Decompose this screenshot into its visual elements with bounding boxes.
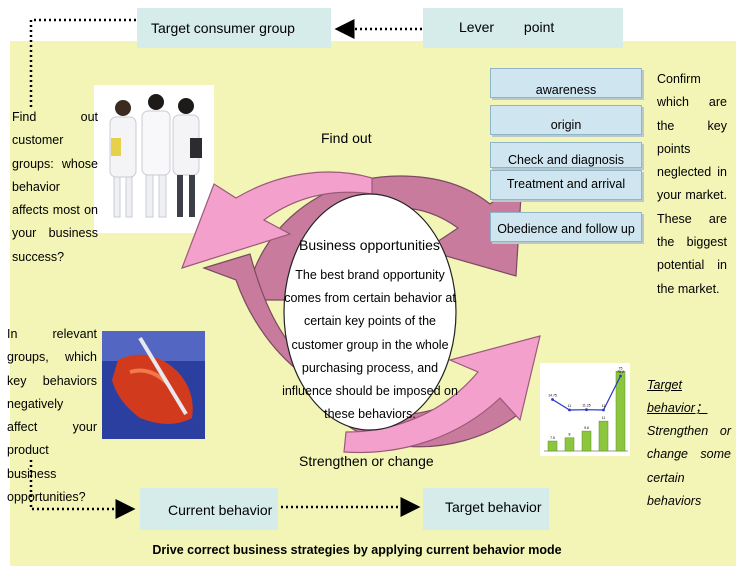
confirm-key-points-text: Confirm which are the key points neglect… xyxy=(657,72,727,296)
connector-consumer-down xyxy=(29,18,136,110)
strengthen-or-change-label: Strengthen or change xyxy=(299,453,434,469)
mini-chart-bar-label: 9.6 xyxy=(584,426,589,430)
mini-chart-point xyxy=(568,408,571,412)
lever-point-box: Lever point xyxy=(423,8,623,48)
mini-chart-bar-label: 8 xyxy=(569,433,571,437)
footer-caption: Drive correct business strategies by app… xyxy=(152,543,562,557)
step-awareness: awareness xyxy=(490,68,642,98)
cycle-arrow-right-head xyxy=(343,335,541,454)
mini-chart-point xyxy=(585,408,588,412)
target-consumer-label: Target consumer group xyxy=(151,20,295,36)
lever-point-label: Lever point xyxy=(459,19,555,35)
mini-chart: 7.5 8 9.6 11 75 14.75 11 11.25 11 75.2 xyxy=(540,363,630,456)
business-opportunities-ellipse xyxy=(283,193,457,431)
mini-chart-point-label: 11 xyxy=(568,404,572,408)
current-behavior-label: Current behavior xyxy=(168,502,273,518)
mini-chart-point-label: 75.2 xyxy=(617,370,624,374)
target-behavior-box: Target behavior xyxy=(423,488,549,530)
mini-chart-point-label: 11.25 xyxy=(582,404,591,408)
target-consumer-box: Target consumer group xyxy=(137,8,331,48)
business-opportunities-title: Business opportunities xyxy=(299,237,440,253)
step-obedience-follow-up: Obedience and follow up xyxy=(490,212,642,242)
mini-chart-bar xyxy=(598,420,609,452)
mini-chart-bar-label: 7.5 xyxy=(550,436,555,440)
find-out-label: Find out xyxy=(321,130,372,146)
mini-chart-bar xyxy=(615,371,626,452)
doctors-photo xyxy=(94,85,214,233)
business-opportunities-body: The best brand opportunity comes from ce… xyxy=(282,268,458,422)
mini-chart-bar xyxy=(564,437,575,452)
mini-chart-bar xyxy=(547,440,558,452)
mini-chart-point xyxy=(602,408,605,412)
connector-left-to-current xyxy=(29,460,136,519)
strengthen-some-behaviors-text: Strengthen or change some certain behavi… xyxy=(647,424,731,508)
mini-chart-point-label: 11 xyxy=(602,404,606,408)
step-check-diagnosis: Check and diagnosis xyxy=(490,142,642,168)
current-behavior-box: Current behavior xyxy=(140,488,278,530)
target-behavior-box-label: Target behavior xyxy=(445,499,542,515)
mini-chart-bar xyxy=(581,430,592,452)
target-behavior-label: Target behavior； xyxy=(647,378,708,416)
mini-chart-bar-label: 11 xyxy=(602,416,606,420)
mini-chart-point xyxy=(619,374,622,378)
step-origin: origin xyxy=(490,105,642,135)
mini-chart-point xyxy=(551,398,554,401)
mini-chart-point-label: 14.75 xyxy=(548,394,557,398)
step-treatment-arrival: Treatment and arrival xyxy=(490,170,642,200)
mini-chart-bar-label: 75 xyxy=(619,366,623,370)
hand-writing-photo xyxy=(102,331,205,439)
relevant-groups-text: In relevant groups, which key behaviors … xyxy=(7,327,97,505)
find-out-groups-text: Find out customer groups: whose behavior… xyxy=(12,110,98,264)
